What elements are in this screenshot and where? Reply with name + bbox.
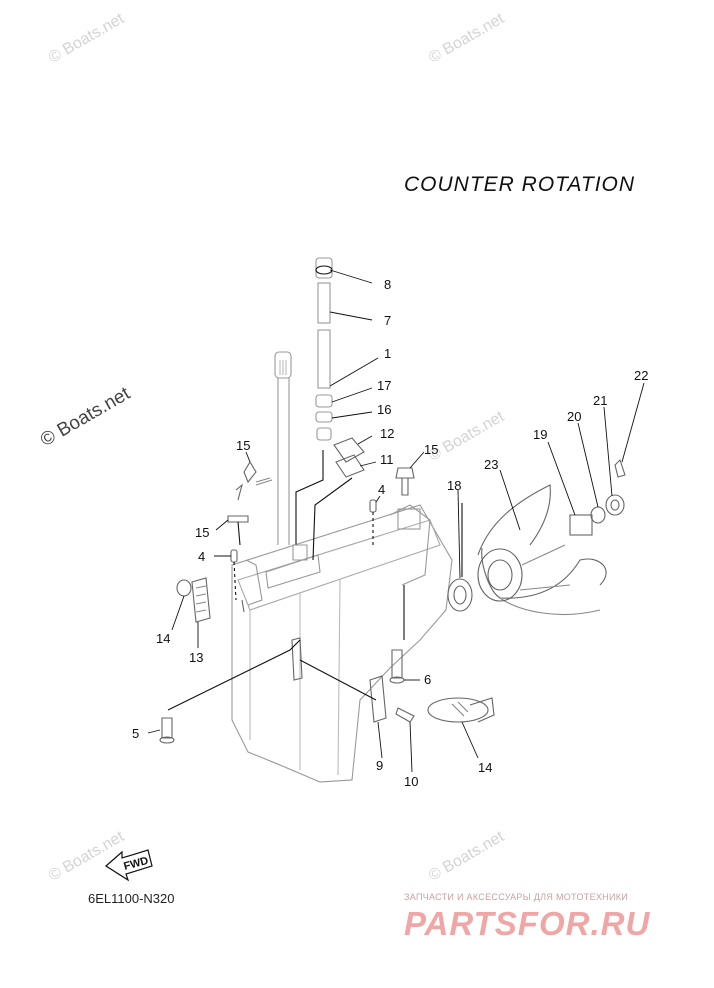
bearing-housing [447, 503, 473, 612]
callout-2: 7 [384, 313, 391, 328]
diagram-code: 6EL1100-N320 [88, 891, 175, 906]
callout-23: 23 [484, 457, 498, 472]
callout-19: 19 [533, 427, 547, 442]
trim-tab-anode [403, 585, 495, 723]
brand-logo[interactable]: PARTSFOR.RU [404, 905, 651, 942]
callout-13: 14 [478, 760, 492, 775]
callout-12: 14 [156, 631, 170, 646]
callout-22: 22 [634, 368, 648, 383]
callout-3: 8 [384, 277, 391, 292]
callout-14: 15 [424, 442, 438, 457]
fwd-arrow: FWD [105, 849, 153, 882]
callout-11: 10 [404, 774, 418, 789]
plate-parts [312, 437, 365, 561]
callout-15-upper: 15 [236, 438, 250, 453]
callout-20: 20 [567, 409, 581, 424]
callout-10: 13 [189, 650, 203, 665]
callout-8: 12 [380, 426, 394, 441]
callout-16: 16 [377, 402, 391, 417]
lower-unit-housing [231, 504, 453, 783]
anode-block [176, 577, 245, 623]
callout-5: 5 [132, 726, 139, 741]
callout-numbers: 8 7 1 17 16 12 11 15 4 15 15 4 14 13 5 6… [132, 277, 648, 789]
callout-15-lower: 15 [195, 525, 209, 540]
callout-17: 17 [377, 378, 391, 393]
drive-shaft [274, 351, 292, 545]
leader-lines [147, 269, 645, 773]
brand-tagline: ЗАПЧАСТИ И АКСЕССУАРЫ ДЛЯ МОТОТЕХНИКИ [404, 892, 629, 902]
hose-clamps [227, 460, 273, 546]
shift-rod-parts [292, 257, 333, 561]
bolt-14 [395, 467, 415, 496]
callout-7: 11 [380, 452, 394, 467]
callout-4-lower: 4 [198, 549, 205, 564]
diagram-title: COUNTER ROTATION [404, 173, 636, 196]
misc-fasteners [159, 639, 415, 744]
propeller [477, 484, 607, 615]
callout-6: 6 [424, 672, 431, 687]
callout-4-upper: 4 [378, 482, 385, 497]
dowel-pins [230, 499, 377, 601]
prop-hardware [569, 458, 626, 536]
callout-1: 1 [384, 346, 391, 361]
callout-9: 9 [376, 758, 383, 773]
callout-21: 21 [593, 393, 607, 408]
callout-18: 18 [447, 478, 461, 493]
